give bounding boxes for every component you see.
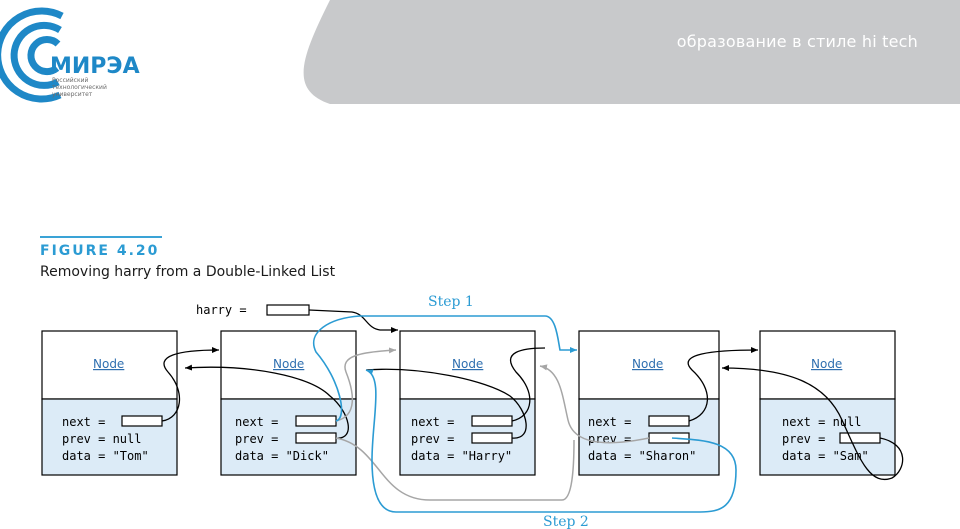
node-title: Node <box>93 357 124 371</box>
logo-arc-outer <box>0 7 64 103</box>
pointer-sharon-next <box>687 347 759 422</box>
logo-text: МИРЭА <box>50 54 140 79</box>
prev-ref-box <box>471 432 513 444</box>
next-ref-box <box>295 415 337 427</box>
pointer-sharon-prev-old <box>539 364 650 444</box>
logo-arc-middle <box>10 21 62 89</box>
node-title: Node <box>632 357 663 371</box>
node-header <box>220 330 357 400</box>
node-data: data = "Harry" <box>411 449 512 463</box>
pointer-sam-prev <box>721 365 904 481</box>
pointer-harry-prev <box>365 368 527 439</box>
node-dick: Node next = prev = data = "Dick" <box>220 330 357 476</box>
figure-label: FIGURE 4.20 <box>40 243 160 259</box>
header-curve <box>0 0 330 104</box>
node-prev: prev = <box>411 432 454 446</box>
logo-subtext-1: Российский <box>52 77 89 84</box>
node-title: Node <box>811 357 842 371</box>
step1-arrow <box>313 315 577 422</box>
prev-ref-box <box>839 432 881 444</box>
figure-caption: Removing harry from a Double-Linked List <box>40 264 336 280</box>
node-next: next = null <box>782 415 861 429</box>
next-ref-box <box>471 415 513 427</box>
step1-label: Step 1 <box>428 294 474 310</box>
step2-label: Step 2 <box>543 514 589 529</box>
pointer-tom-next <box>161 347 220 422</box>
node-prev: prev = null <box>62 432 141 446</box>
header-tagline: образование в стиле hi tech <box>676 32 918 51</box>
mirea-logo: МИРЭА Российский технологический универс… <box>0 7 140 103</box>
harry-label: harry = <box>196 303 247 317</box>
prev-ref-box <box>295 432 337 444</box>
pointer-harry-next-partial <box>509 347 546 422</box>
node-data: data = "Tom" <box>62 449 149 463</box>
node-next: next = <box>62 415 105 429</box>
node-data: data = "Dick" <box>235 449 329 463</box>
next-ref-box <box>648 415 690 427</box>
node-next: next = <box>411 415 454 429</box>
logo-arc-inner <box>27 36 61 76</box>
node-header <box>578 330 720 400</box>
node-header <box>399 330 536 400</box>
pointer-harry-var <box>308 309 398 333</box>
node-tom: Node next = prev = null data = "Tom" <box>41 330 178 476</box>
header-white-swoosh <box>0 0 330 104</box>
node-fields <box>41 398 178 476</box>
node-prev: prev = <box>235 432 278 446</box>
pointer-dick-prev <box>184 364 349 439</box>
node-data: data = "Sam" <box>782 449 869 463</box>
node-title: Node <box>273 357 304 371</box>
node-header <box>41 330 178 400</box>
node-sam: Node next = null prev = data = "Sam" <box>759 330 896 476</box>
node-next: next = <box>235 415 278 429</box>
next-ref-box <box>121 415 163 427</box>
node-next: next = <box>588 415 631 429</box>
node-title: Node <box>452 357 483 371</box>
node-header <box>759 330 896 400</box>
node-harry: Node next = prev = data = "Harry" <box>399 330 536 476</box>
figure-rule <box>40 236 162 238</box>
logo-subtext-3: университет <box>52 91 93 98</box>
harry-ref-box <box>266 304 310 316</box>
node-data: data = "Sharon" <box>588 449 696 463</box>
node-prev: prev = <box>782 432 825 446</box>
step2-arrow <box>365 369 737 513</box>
logo-subtext-2: технологический <box>52 84 107 91</box>
pointer-dick-next-old <box>335 347 397 422</box>
pointer-gray-lower <box>335 437 575 501</box>
node-sharon: Node next = prev = data = "Sharon" <box>578 330 720 476</box>
node-prev: prev = <box>588 432 631 446</box>
